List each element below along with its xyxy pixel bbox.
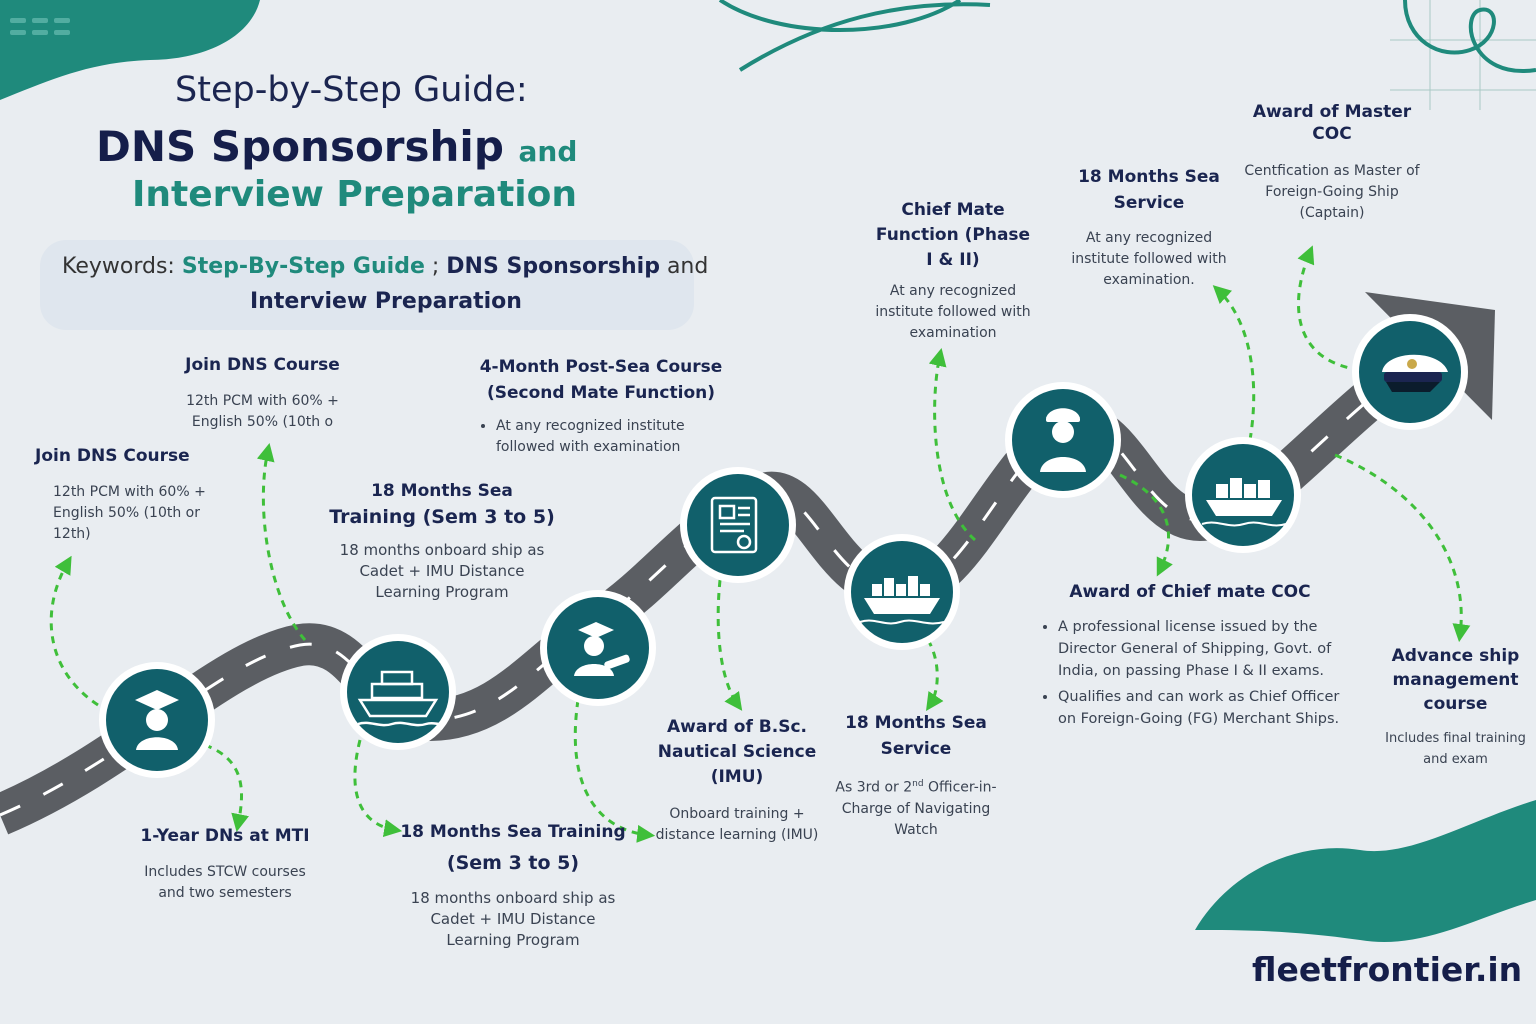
corner-grid-top-right: [1390, 0, 1536, 110]
step-3: Join DNS Course 12th PCM with 60% + Engl…: [170, 355, 355, 433]
step-10-bullet-2: Qualifies and can work as Chief Officer …: [1058, 686, 1340, 730]
node-8: [1352, 314, 1468, 430]
step-13: Advance ship management course Includes …: [1383, 644, 1528, 770]
keywords-joiner: and: [666, 254, 709, 279]
node-4: [680, 467, 796, 583]
step-10: Award of Chief mate COC A professional l…: [1040, 580, 1340, 734]
step-11: 18 Months Sea Service At any recognized …: [1070, 164, 1228, 291]
keywords-prefix: Keywords:: [62, 254, 175, 279]
node-7: [1185, 437, 1301, 553]
node-2: [340, 634, 456, 750]
step-4: 18 Months Sea Training (Sem 3 to 5) 18 m…: [395, 820, 631, 951]
node-3: [540, 590, 656, 706]
step-7-desc: Onboard training + distance learning (IM…: [655, 806, 819, 843]
step-4-title: 18 Months Sea Training: [400, 822, 626, 842]
certificate-document-icon: [710, 496, 758, 554]
connector-4: [353, 739, 403, 838]
corner-curl-top-right: [1403, 0, 1536, 74]
step-2-desc: Includes STCW courses and two semesters: [144, 864, 306, 901]
step-1-desc: 12th PCM with 60% + English 50% (10th or…: [53, 484, 206, 542]
keyword-interview-preparation: Interview Preparation: [250, 289, 522, 314]
brand-logo-text[interactable]: fleetfrontier.in: [1252, 950, 1523, 989]
connector-10: [1212, 285, 1256, 441]
step-2: 1-Year DNs at MTI Includes STCW courses …: [130, 826, 320, 904]
connector-3: [256, 442, 307, 641]
step-7: Award of B.Sc. Nautical Science (IMU) On…: [652, 715, 822, 846]
graduate-icon: [135, 690, 179, 750]
step-11-title: 18 Months Sea Service: [1078, 167, 1220, 213]
step-2-title: 1-Year DNs at MTI: [140, 826, 310, 846]
keyword-dns-sponsorship: DNS Sponsorship: [446, 254, 660, 279]
page-title-line-3: Interview Preparation: [132, 174, 577, 215]
step-11-desc: At any recognized institute followed wit…: [1071, 230, 1227, 288]
step-6-desc: At any recognized institute followed wit…: [496, 416, 732, 458]
step-5: 18 Months Sea Training (Sem 3 to 5) 18 m…: [322, 480, 562, 603]
title-and: and: [518, 135, 578, 168]
container-ship-icon: [1201, 478, 1287, 527]
connector-9: [1119, 473, 1173, 577]
step-12: Award of Master COC Centfication as Mast…: [1242, 101, 1422, 224]
step-3-desc: 12th PCM with 60% + English 50% (10th o: [186, 393, 339, 430]
connector-6: [716, 579, 743, 711]
step-13-title: Advance ship management course: [1391, 646, 1520, 714]
step-8: 18 Months Sea Service As 3rd or 2nd Offi…: [832, 710, 1000, 841]
step-1-title: Join DNS Course: [35, 446, 190, 466]
step-12-desc: Centfication as Master of Foreign-Going …: [1244, 163, 1420, 221]
cargo-ship-icon: [859, 576, 945, 625]
connector-7: [926, 639, 944, 711]
step-13-desc: Includes final training and exam: [1385, 731, 1526, 767]
connector-5: [573, 699, 656, 843]
connector-2: [204, 743, 249, 833]
step-9-title: Chief Mate Function (Phase I & II): [875, 200, 1031, 270]
step-9-desc: At any recognized institute followed wit…: [875, 283, 1031, 341]
node-1: [99, 662, 215, 778]
page-title-line-1: Step-by-Step Guide:: [175, 70, 528, 110]
keyword-step-guide: Step-By-Step Guide: [181, 254, 425, 279]
step-3-title: Join DNS Course: [185, 355, 340, 375]
step-8-title: 18 Months Sea Service: [845, 713, 987, 759]
captain-cap-icon: [1382, 354, 1448, 392]
step-8-desc-post: Officer-in-Charge of Navigating Watch: [841, 779, 997, 838]
step-5-title-2: Training (Sem 3 to 5): [329, 506, 555, 528]
corner-dots: [10, 18, 70, 35]
connector-12: [1334, 453, 1471, 643]
cruise-ship-icon: [357, 670, 441, 727]
connector-11: [1297, 245, 1361, 372]
step-8-desc-pre: As 3rd or 2: [835, 779, 913, 796]
corner-wave-top-left: [0, 0, 260, 100]
step-6: 4-Month Post-Sea Course (Second Mate Fun…: [470, 354, 732, 462]
node-5: [844, 534, 960, 650]
step-12-title: Award of Master COC: [1252, 102, 1412, 144]
step-10-bullets: A professional license issued by the Dir…: [1040, 616, 1340, 730]
title-dns-sponsorship: DNS Sponsorship: [96, 122, 504, 171]
step-5-title: 18 Months Sea: [371, 481, 513, 501]
step-6-bullets: At any recognized institute followed wit…: [470, 416, 732, 458]
corner-wave-bottom-right: [1195, 800, 1536, 942]
step-7-title: Award of B.Sc. Nautical Science (IMU): [657, 717, 817, 787]
step-8-desc-sup: nd: [912, 779, 924, 789]
step-4-desc: 18 months onboard ship as Cadet + IMU Di…: [410, 889, 616, 949]
step-6-title: 4-Month Post-Sea Course (Second Mate Fun…: [479, 357, 723, 403]
connector-1: [49, 555, 99, 707]
keywords-separator: ;: [431, 254, 440, 279]
step-10-title: Award of Chief mate COC: [1069, 582, 1311, 602]
step-8-desc: As 3rd or 2nd Officer-in-Charge of Navig…: [832, 774, 1000, 841]
keywords-line-1: Keywords: Step-By-Step Guide ; DNS Spons…: [62, 254, 708, 279]
step-10-bullet-1: A professional license issued by the Dir…: [1058, 616, 1340, 682]
top-arc-decor: [718, 0, 962, 32]
ship-officer-icon: [1040, 408, 1086, 472]
page-title-line-2: DNS Sponsorship and: [96, 122, 577, 171]
step-4-title-2: (Sem 3 to 5): [446, 852, 580, 874]
step-9: Chief Mate Function (Phase I & II) At an…: [872, 198, 1034, 344]
node-6: [1005, 382, 1121, 498]
graduate-diploma-icon: [574, 622, 630, 676]
step-1: Join DNS Course 12th PCM with 60% + Engl…: [35, 446, 225, 545]
keywords-panel: [40, 240, 694, 330]
step-5-desc: 18 months onboard ship as Cadet + IMU Di…: [339, 541, 545, 601]
top-swoosh-decor: [738, 2, 991, 72]
